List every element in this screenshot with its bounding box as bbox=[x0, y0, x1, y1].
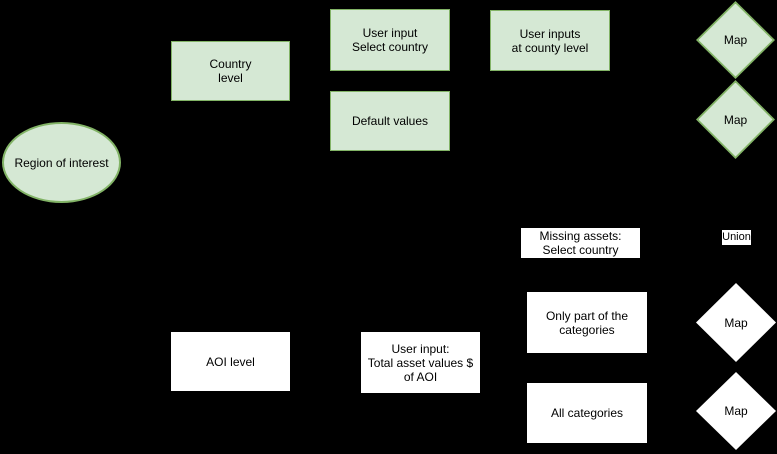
node-aoi-level: AOI level bbox=[171, 332, 290, 391]
node-label: User input Select country bbox=[351, 26, 429, 54]
node-union-label: Union bbox=[722, 230, 751, 245]
node-label: Map bbox=[724, 315, 748, 330]
node-label: Country level bbox=[209, 57, 252, 85]
node-user-input-total-asset-values: User input: Total asset values $ of AOI bbox=[361, 332, 480, 393]
node-map-partial-diamond: Map bbox=[696, 283, 776, 362]
node-map-county-diamond: Map bbox=[696, 80, 775, 159]
node-user-inputs-at-county-level: User inputs at county level bbox=[490, 10, 610, 71]
node-map-all-diamond: Map bbox=[696, 372, 776, 450]
node-label: Only part of the categories bbox=[545, 308, 629, 337]
node-map-country-diamond: Map bbox=[696, 1, 775, 79]
node-label: Region of interest bbox=[14, 155, 109, 170]
node-label: Map bbox=[724, 404, 748, 418]
node-label: Map bbox=[723, 112, 748, 127]
node-user-input-select-country: User input Select country bbox=[330, 9, 450, 71]
node-label: Missing assets: Select country bbox=[539, 229, 622, 257]
node-default-values: Default values bbox=[330, 91, 450, 151]
node-label: AOI level bbox=[206, 354, 255, 369]
node-label: Map bbox=[723, 33, 748, 47]
node-label: All categories bbox=[550, 406, 624, 420]
node-missing-assets: Missing assets: Select country bbox=[521, 228, 640, 258]
node-label: Default values bbox=[351, 114, 429, 128]
node-only-part-of-categories: Only part of the categories bbox=[527, 292, 647, 353]
node-label: User inputs at county level bbox=[511, 26, 589, 55]
node-region-of-interest: Region of interest bbox=[2, 122, 121, 203]
node-label: Union bbox=[722, 231, 751, 243]
node-country-level: Country level bbox=[171, 41, 290, 101]
node-all-categories: All categories bbox=[527, 383, 647, 443]
node-label: User input: Total asset values $ of AOI bbox=[367, 341, 474, 384]
